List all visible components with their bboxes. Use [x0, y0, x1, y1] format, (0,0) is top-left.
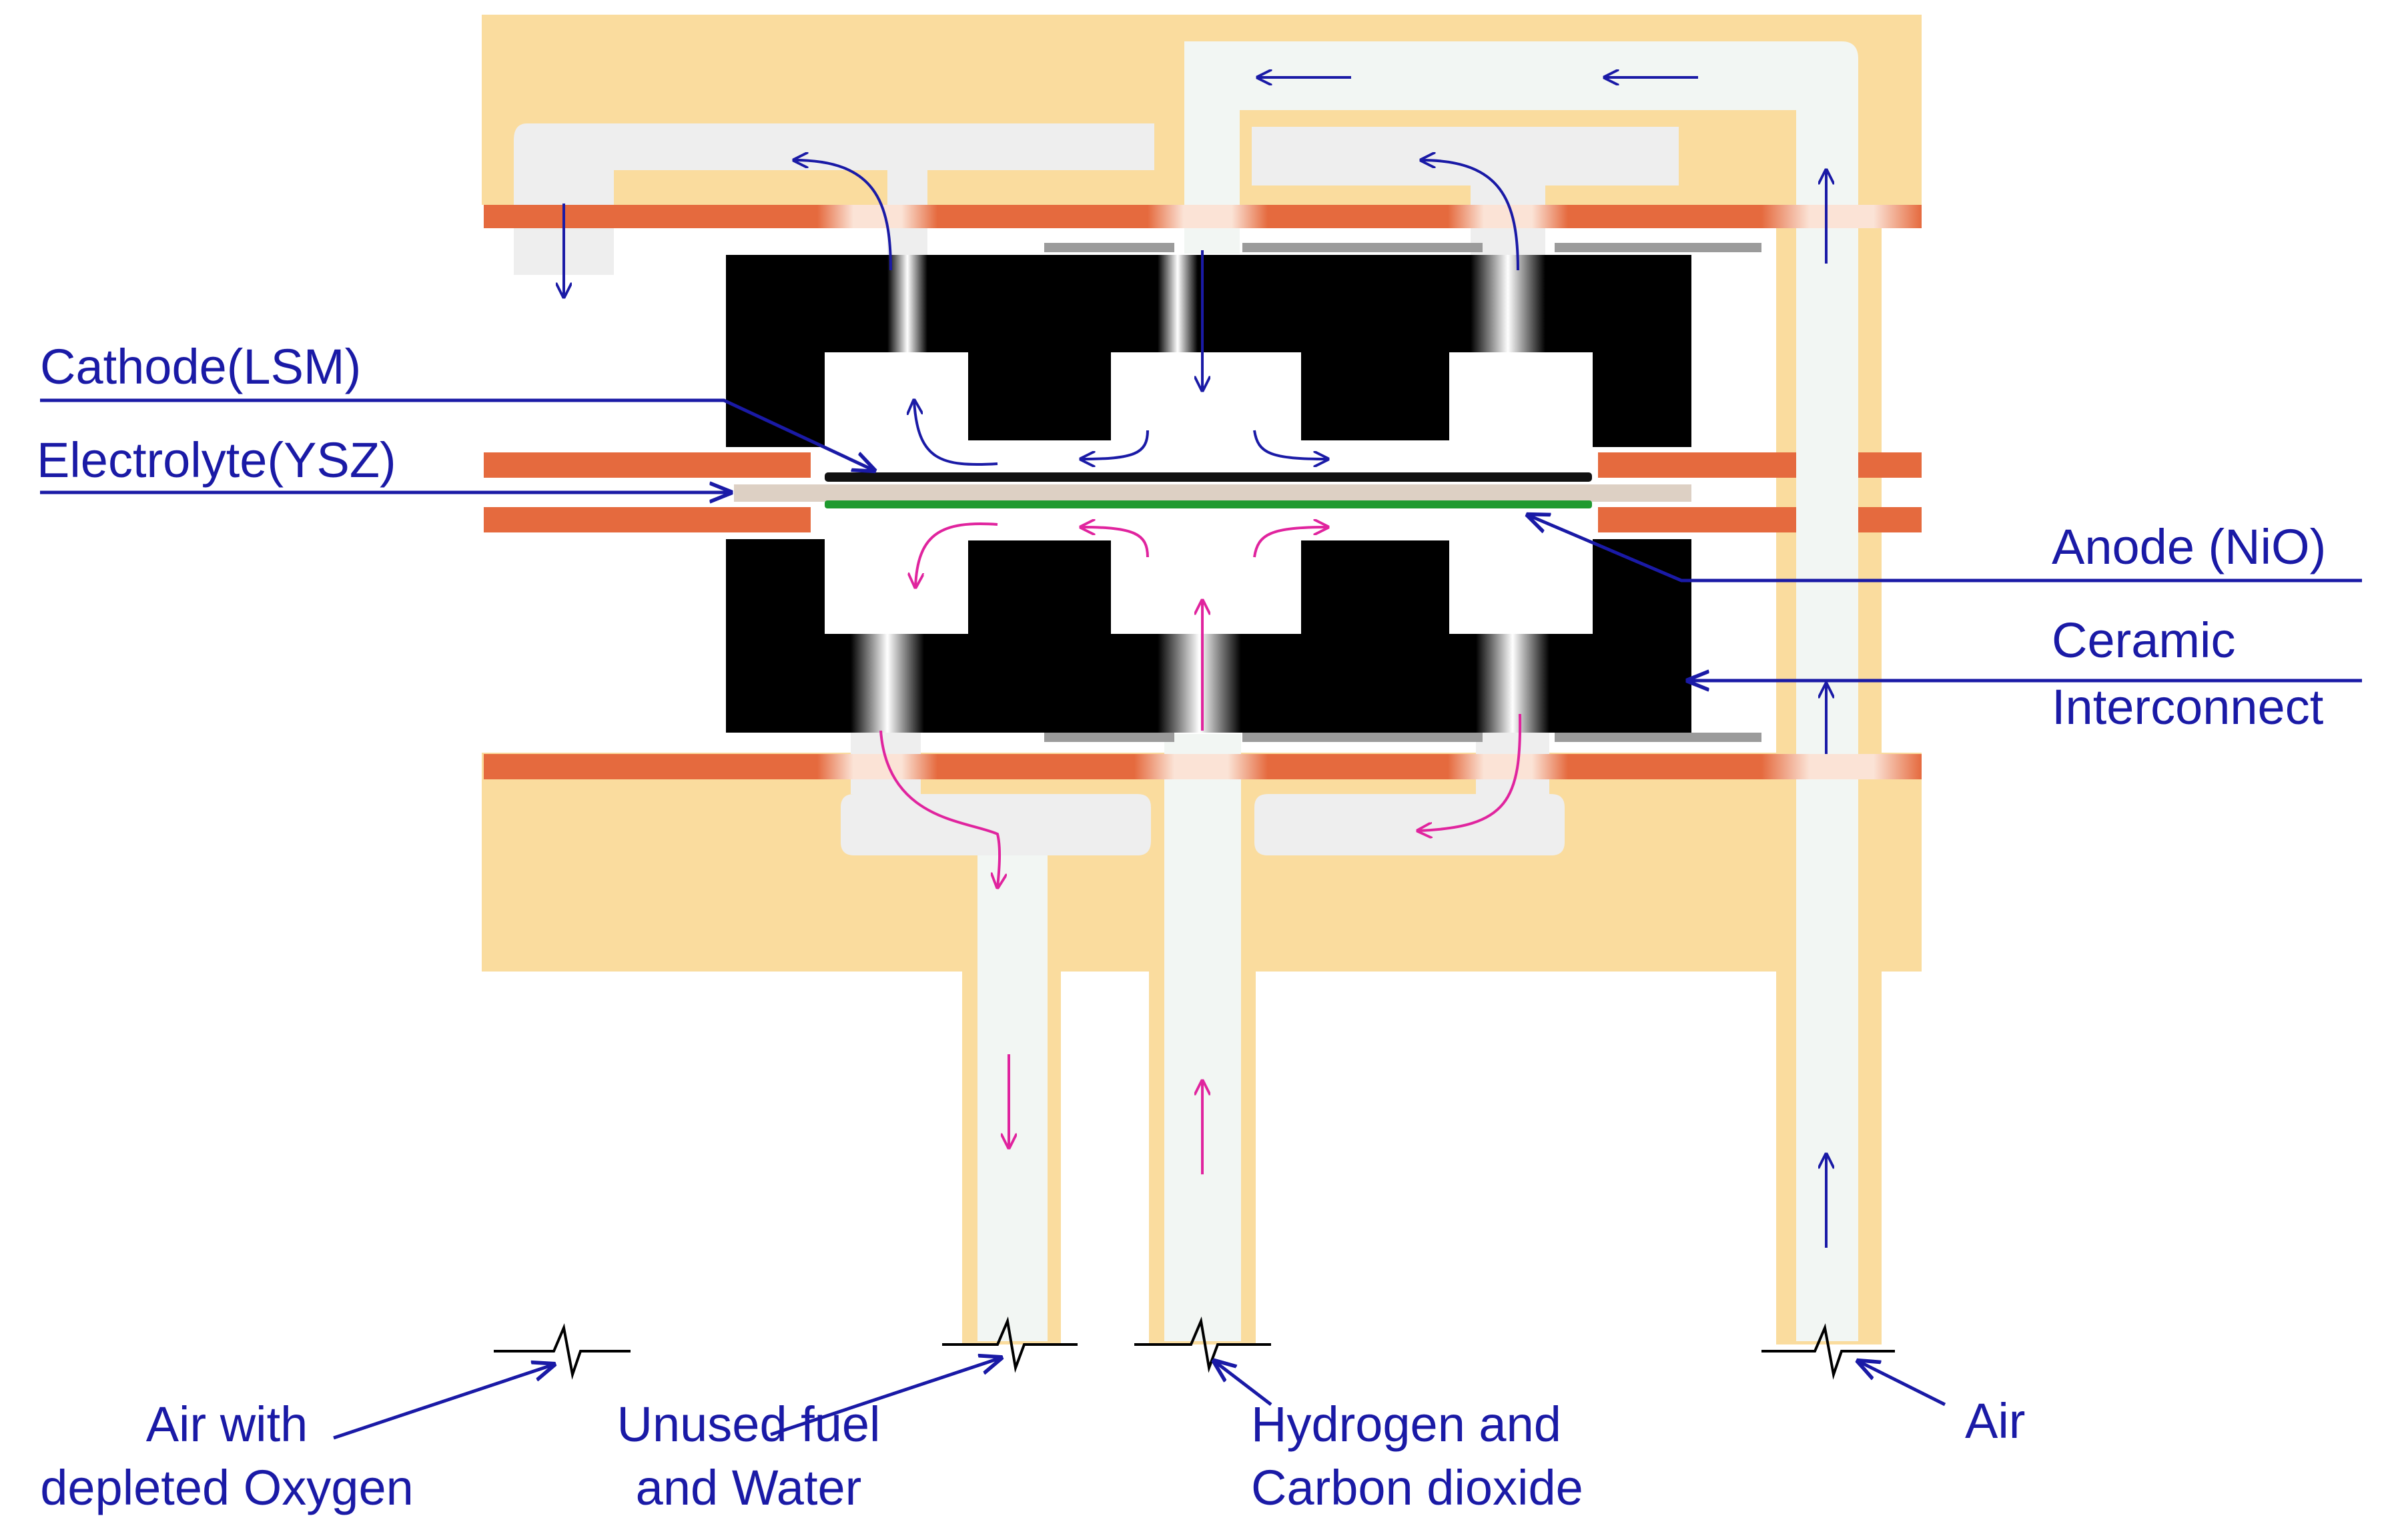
fuel-inlet-pipe: [1164, 734, 1241, 1341]
gasket-top-3: [1555, 243, 1761, 252]
anode-cavity-2: [1111, 534, 1301, 634]
cathode-cavity-2: [1111, 352, 1301, 452]
fuel-in-label-line1: Hydrogen and: [1251, 1397, 1561, 1452]
cathode-cavity-3: [1449, 352, 1593, 452]
anode-pointer: [1528, 515, 2362, 583]
cathode-flow-2: [1421, 160, 1519, 271]
exhaust-pointer: [333, 1365, 554, 1440]
bottom-hole-1: [851, 634, 924, 733]
cathode-outlet-channel-2: [1252, 127, 1679, 257]
cathode-flow-4: [1081, 430, 1149, 459]
seals: [484, 205, 1922, 779]
cathode-flow-3: [914, 400, 998, 466]
top-seal-gap-3: [1448, 205, 1568, 228]
pipe-breaks: [494, 1316, 1895, 1380]
top-seal-gap-2: [1148, 205, 1268, 228]
cell: [734, 472, 1691, 508]
anode-flow-3: [915, 522, 998, 587]
exhaust-air-channel: [514, 123, 1154, 275]
air-flow-arrows: [564, 77, 1826, 1248]
break-fuel-in: [1134, 1316, 1271, 1373]
electrolyte-layer-ext: [1598, 484, 1691, 502]
mid-seal-right-top: [1598, 452, 1922, 478]
unused-fuel-label-line1: Unused fuel: [617, 1397, 881, 1452]
unused-fuel-pointer: [770, 1358, 1001, 1437]
break-exhaust: [494, 1323, 631, 1380]
anode-cavity-1: [825, 534, 968, 634]
bottom-seal-gap-1: [817, 754, 937, 779]
fuel-in-label-line2: Carbon dioxide: [1251, 1460, 1583, 1515]
interconnect-label-line2: Interconnect: [2052, 679, 2324, 735]
gasket-bottom-2: [1242, 733, 1483, 742]
bottom-hole-2: [1158, 634, 1241, 733]
gasket-bottom-3: [1555, 733, 1761, 742]
exhaust-air-label-line1: Air with: [146, 1397, 308, 1452]
cathode-label: Cathode(LSM): [40, 339, 361, 394]
gasket-top-1: [1044, 243, 1174, 252]
anode-flow-2: [1418, 713, 1522, 831]
mid-seal-left-top: [484, 452, 811, 478]
air-manifold-through-seal: [1796, 452, 1858, 532]
anode-gap: [825, 514, 1592, 540]
unused-fuel-label-line2: and Water: [636, 1460, 862, 1515]
mid-seal-right-bottom: [1598, 507, 1922, 532]
anode-cavity-3: [1449, 534, 1593, 634]
bottom-seal-gap-2: [1134, 754, 1268, 779]
bottom-seal-gap-3: [1448, 754, 1568, 779]
anode-label: Anode (NiO): [2052, 519, 2326, 574]
fuel-outlet-pipe: [977, 855, 1048, 1341]
break-unused-fuel: [942, 1316, 1078, 1373]
bottom-hole-3: [1476, 634, 1549, 733]
air-in-pointer: [1858, 1361, 1946, 1407]
cathode-cavity-1: [825, 352, 968, 452]
exhaust-air-label-line2: depleted Oxygen: [40, 1460, 414, 1515]
top-hole-1: [887, 255, 927, 352]
gaskets: [1044, 243, 1761, 742]
cathode-gap: [825, 440, 1592, 467]
gasket-top-2: [1242, 243, 1483, 252]
pointers: [40, 398, 2362, 1440]
bottom-seal-gap-4: [1761, 754, 1922, 779]
mid-seal-left-bottom: [484, 507, 811, 532]
top-hole-2: [1158, 255, 1198, 352]
labels: Cathode(LSM) Electrolyte(YSZ) Anode (NiO…: [37, 339, 2326, 1515]
top-seal-gap-1: [817, 205, 937, 228]
electrolyte-layer: [734, 484, 1691, 502]
cathode-pointer: [40, 398, 874, 470]
interconnect-top: [726, 255, 1691, 467]
interconnect-label-line1: Ceramic: [2052, 613, 2235, 668]
air-in-label: Air: [1965, 1393, 2025, 1449]
cathode-flow-1: [794, 160, 892, 271]
fuel-flow-arrows: [879, 522, 1522, 1174]
top-hole-3: [1471, 255, 1545, 352]
gasket-bottom-1: [1044, 733, 1174, 742]
anode-flow-5: [1253, 527, 1328, 558]
break-air-in: [1761, 1323, 1895, 1380]
electrolyte-label: Electrolyte(YSZ): [37, 432, 396, 488]
top-seal-gap-4: [1761, 205, 1922, 228]
cathode-flow-5: [1253, 430, 1328, 459]
interconnect-bottom: [726, 514, 1691, 733]
anode-flow-1: [879, 730, 1000, 887]
fuel-in-pointer: [1214, 1361, 1272, 1406]
cathode-layer: [825, 472, 1592, 482]
anode-flow-4: [1081, 527, 1149, 558]
anode-layer: [825, 500, 1592, 508]
